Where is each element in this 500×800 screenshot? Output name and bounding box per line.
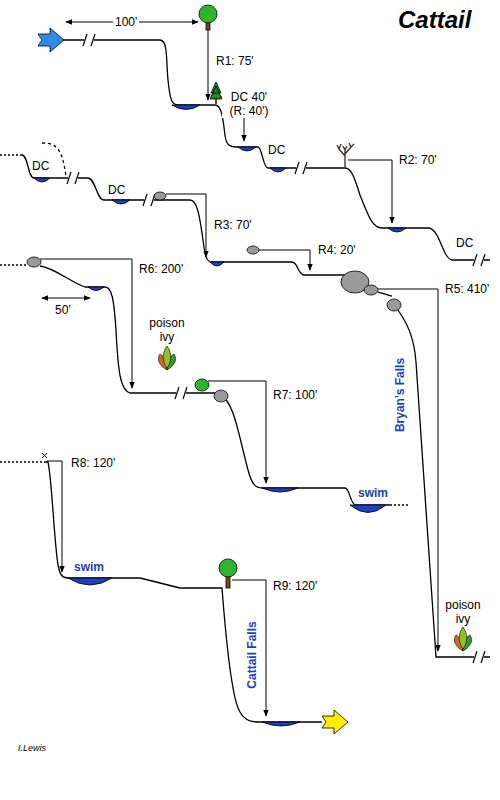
route-note: R7: 100' xyxy=(271,388,319,402)
route-note: R6: 200' xyxy=(137,262,185,276)
anchor-mark xyxy=(42,453,47,458)
route-note: R2: 70' xyxy=(397,153,439,167)
ground-lines xyxy=(0,40,490,722)
route-note: R3: 70' xyxy=(212,218,254,232)
author-credit: I.Lewis xyxy=(16,743,48,754)
page-title: Cattail xyxy=(398,6,471,34)
route-note: poison ivy xyxy=(439,598,487,626)
rock-icons xyxy=(27,192,401,402)
route-note: R1: 75' xyxy=(214,54,256,68)
route-note: swim xyxy=(72,560,106,574)
falls-name: Bryan's Falls xyxy=(393,356,407,434)
route-note: DC xyxy=(454,236,475,250)
poison-ivy-icons xyxy=(158,346,471,651)
end-arrow xyxy=(322,710,348,734)
route-note: 100' xyxy=(113,15,139,29)
route-note: DC 40' (R: 40') xyxy=(222,90,276,118)
start-arrow xyxy=(38,28,64,52)
route-note: 50' xyxy=(53,303,73,317)
route-note: DC xyxy=(30,159,51,173)
tree-icons xyxy=(195,5,354,588)
route-note: poison ivy xyxy=(143,316,191,344)
pools xyxy=(34,105,406,726)
route-note: R8: 120' xyxy=(69,456,117,470)
falls-name: Cattail Falls xyxy=(245,619,259,690)
route-note: R9: 120' xyxy=(271,579,319,593)
route-note: DC xyxy=(106,183,127,197)
route-note: DC xyxy=(266,143,287,157)
break-marks xyxy=(67,34,485,663)
route-note: R4: 20' xyxy=(316,243,358,257)
route-note: R5: 410' xyxy=(443,282,491,296)
rappel-lines xyxy=(40,22,438,716)
route-note: swim xyxy=(356,486,390,500)
